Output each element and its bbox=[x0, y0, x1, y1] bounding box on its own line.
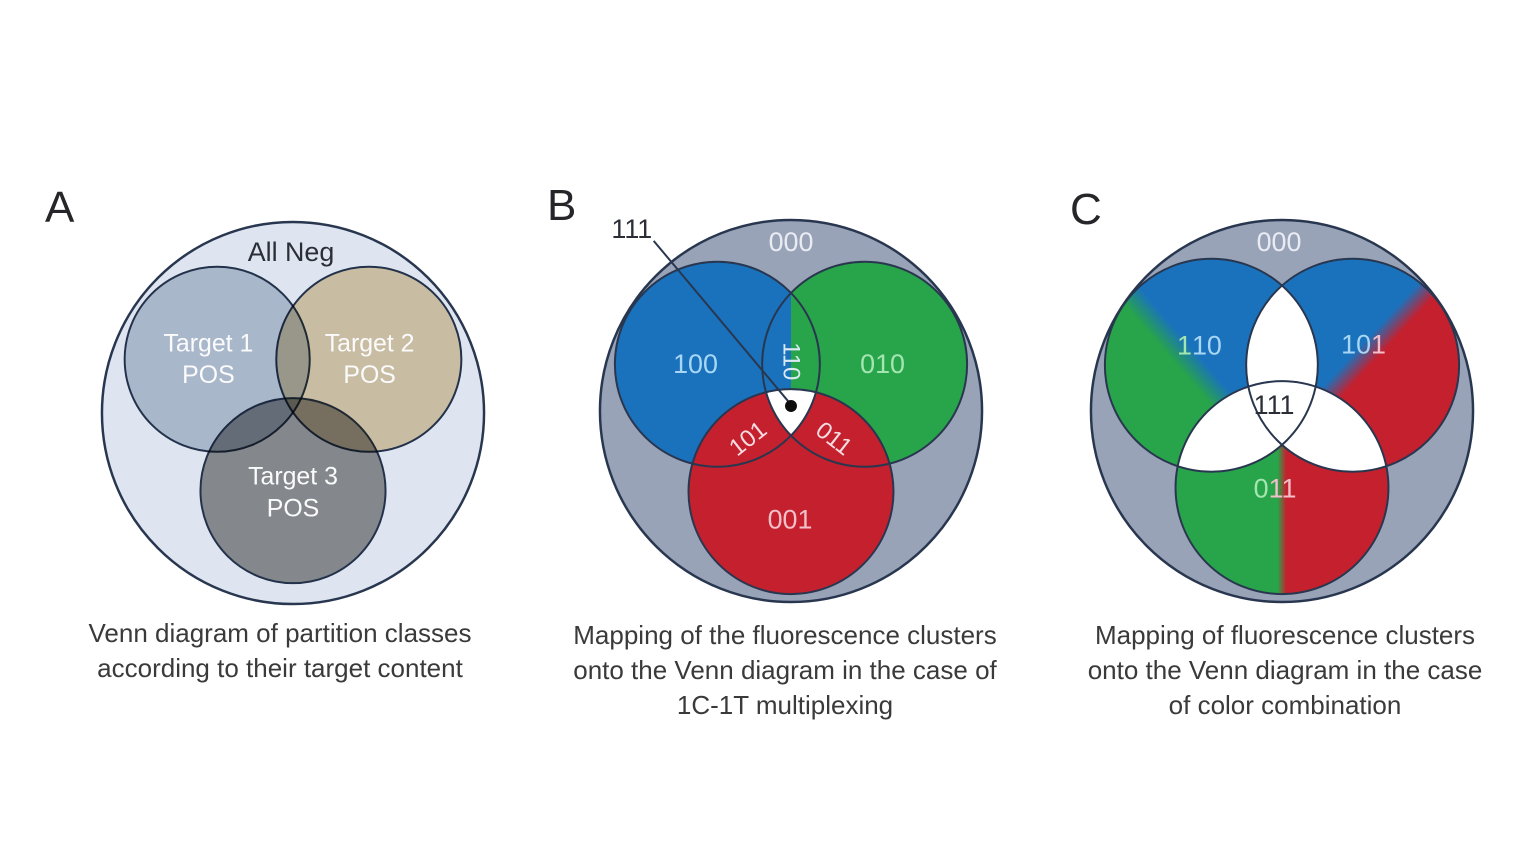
c-011-label-seg1: 0 bbox=[1254, 474, 1269, 504]
venn-diagram-1c1t-multiplexing: 111 000 100 010 001 110 101 011 bbox=[598, 214, 984, 604]
c-011-label-seg2: 11 bbox=[1269, 474, 1297, 504]
b-blue-circle-outline bbox=[613, 260, 821, 468]
panel-b-caption-line1: Mapping of the fluorescence clusters bbox=[573, 620, 997, 650]
b-001-label: 001 bbox=[768, 504, 813, 534]
panel-a-caption-line1: Venn diagram of partition classes bbox=[88, 618, 472, 648]
target2-label-line1: Target 2 bbox=[325, 329, 415, 357]
b-100-label: 100 bbox=[673, 349, 718, 379]
panel-c-caption-line2: onto the Venn diagram in the case bbox=[1087, 655, 1483, 685]
b-center-dot bbox=[785, 400, 797, 412]
c-circle-011-outline bbox=[1174, 380, 1390, 596]
b-red-circle bbox=[688, 389, 894, 595]
panel-c-letter: C bbox=[1070, 185, 1102, 234]
c-110-label: 110 bbox=[1177, 330, 1222, 360]
panel-a-letter: A bbox=[45, 183, 75, 232]
b-111-pointer-label: 111 bbox=[611, 214, 652, 244]
target3-label-line2: POS bbox=[267, 495, 320, 523]
c-circle-110-outline bbox=[1103, 257, 1319, 473]
panel-a: A All Neg Target 1 POS Target 2 POS Targ… bbox=[30, 180, 530, 740]
b-red-circle-outline bbox=[687, 388, 895, 596]
venn-diagram-color-combination: 000 110 101 011 111 bbox=[1089, 218, 1475, 604]
target3-circle bbox=[199, 397, 387, 585]
c-111-center-label: 111 bbox=[1254, 390, 1295, 420]
panel-c-caption-line3: of color combination bbox=[1168, 690, 1402, 720]
b-010-label: 010 bbox=[860, 349, 905, 379]
panel-c-caption: Mapping of fluorescence clusters onto th… bbox=[1040, 618, 1530, 723]
c-110-label-seg1: 1 bbox=[1177, 330, 1192, 360]
panel-a-caption-line2: according to their target content bbox=[97, 653, 463, 683]
panel-b-caption-line2: onto the Venn diagram in the case of bbox=[573, 655, 997, 685]
panel-b-caption: Mapping of the fluorescence clusters ont… bbox=[535, 618, 1035, 723]
c-000-label: 000 bbox=[1257, 227, 1302, 257]
panel-a-caption: Venn diagram of partition classes accord… bbox=[30, 616, 530, 686]
panel-b-letter: B bbox=[547, 181, 577, 230]
panel-c-caption-line1: Mapping of fluorescence clusters bbox=[1094, 620, 1476, 650]
panel-b: B bbox=[535, 180, 1035, 740]
target1-label-line1: Target 1 bbox=[164, 329, 254, 357]
all-neg-label: All Neg bbox=[248, 237, 335, 267]
target1-label-line2: POS bbox=[182, 361, 235, 389]
c-circle-101-outline bbox=[1245, 257, 1461, 473]
c-101-label-seg2: 1 bbox=[1371, 329, 1386, 359]
target2-label-line2: POS bbox=[343, 361, 396, 389]
panel-b-caption-line3: 1C-1T multiplexing bbox=[676, 690, 894, 720]
c-101-label: 101 bbox=[1341, 329, 1386, 359]
c-011-label: 011 bbox=[1254, 474, 1297, 504]
target3-label-line1: Target 3 bbox=[248, 463, 338, 491]
c-110-label-seg2: 10 bbox=[1192, 330, 1222, 360]
c-petal-left-white bbox=[1175, 381, 1318, 472]
b-110-label: 110 bbox=[778, 342, 805, 380]
c-petal-right-white bbox=[1246, 381, 1389, 472]
b-000-label: 000 bbox=[769, 227, 814, 257]
panel-c: C bbox=[1040, 180, 1530, 740]
b-111-leader-line bbox=[652, 240, 789, 402]
c-101-label-seg1: 10 bbox=[1341, 329, 1371, 359]
venn-diagram-partition-classes: All Neg Target 1 POS Target 2 POS Target… bbox=[100, 220, 486, 606]
b-green-circle-outline bbox=[761, 260, 969, 468]
